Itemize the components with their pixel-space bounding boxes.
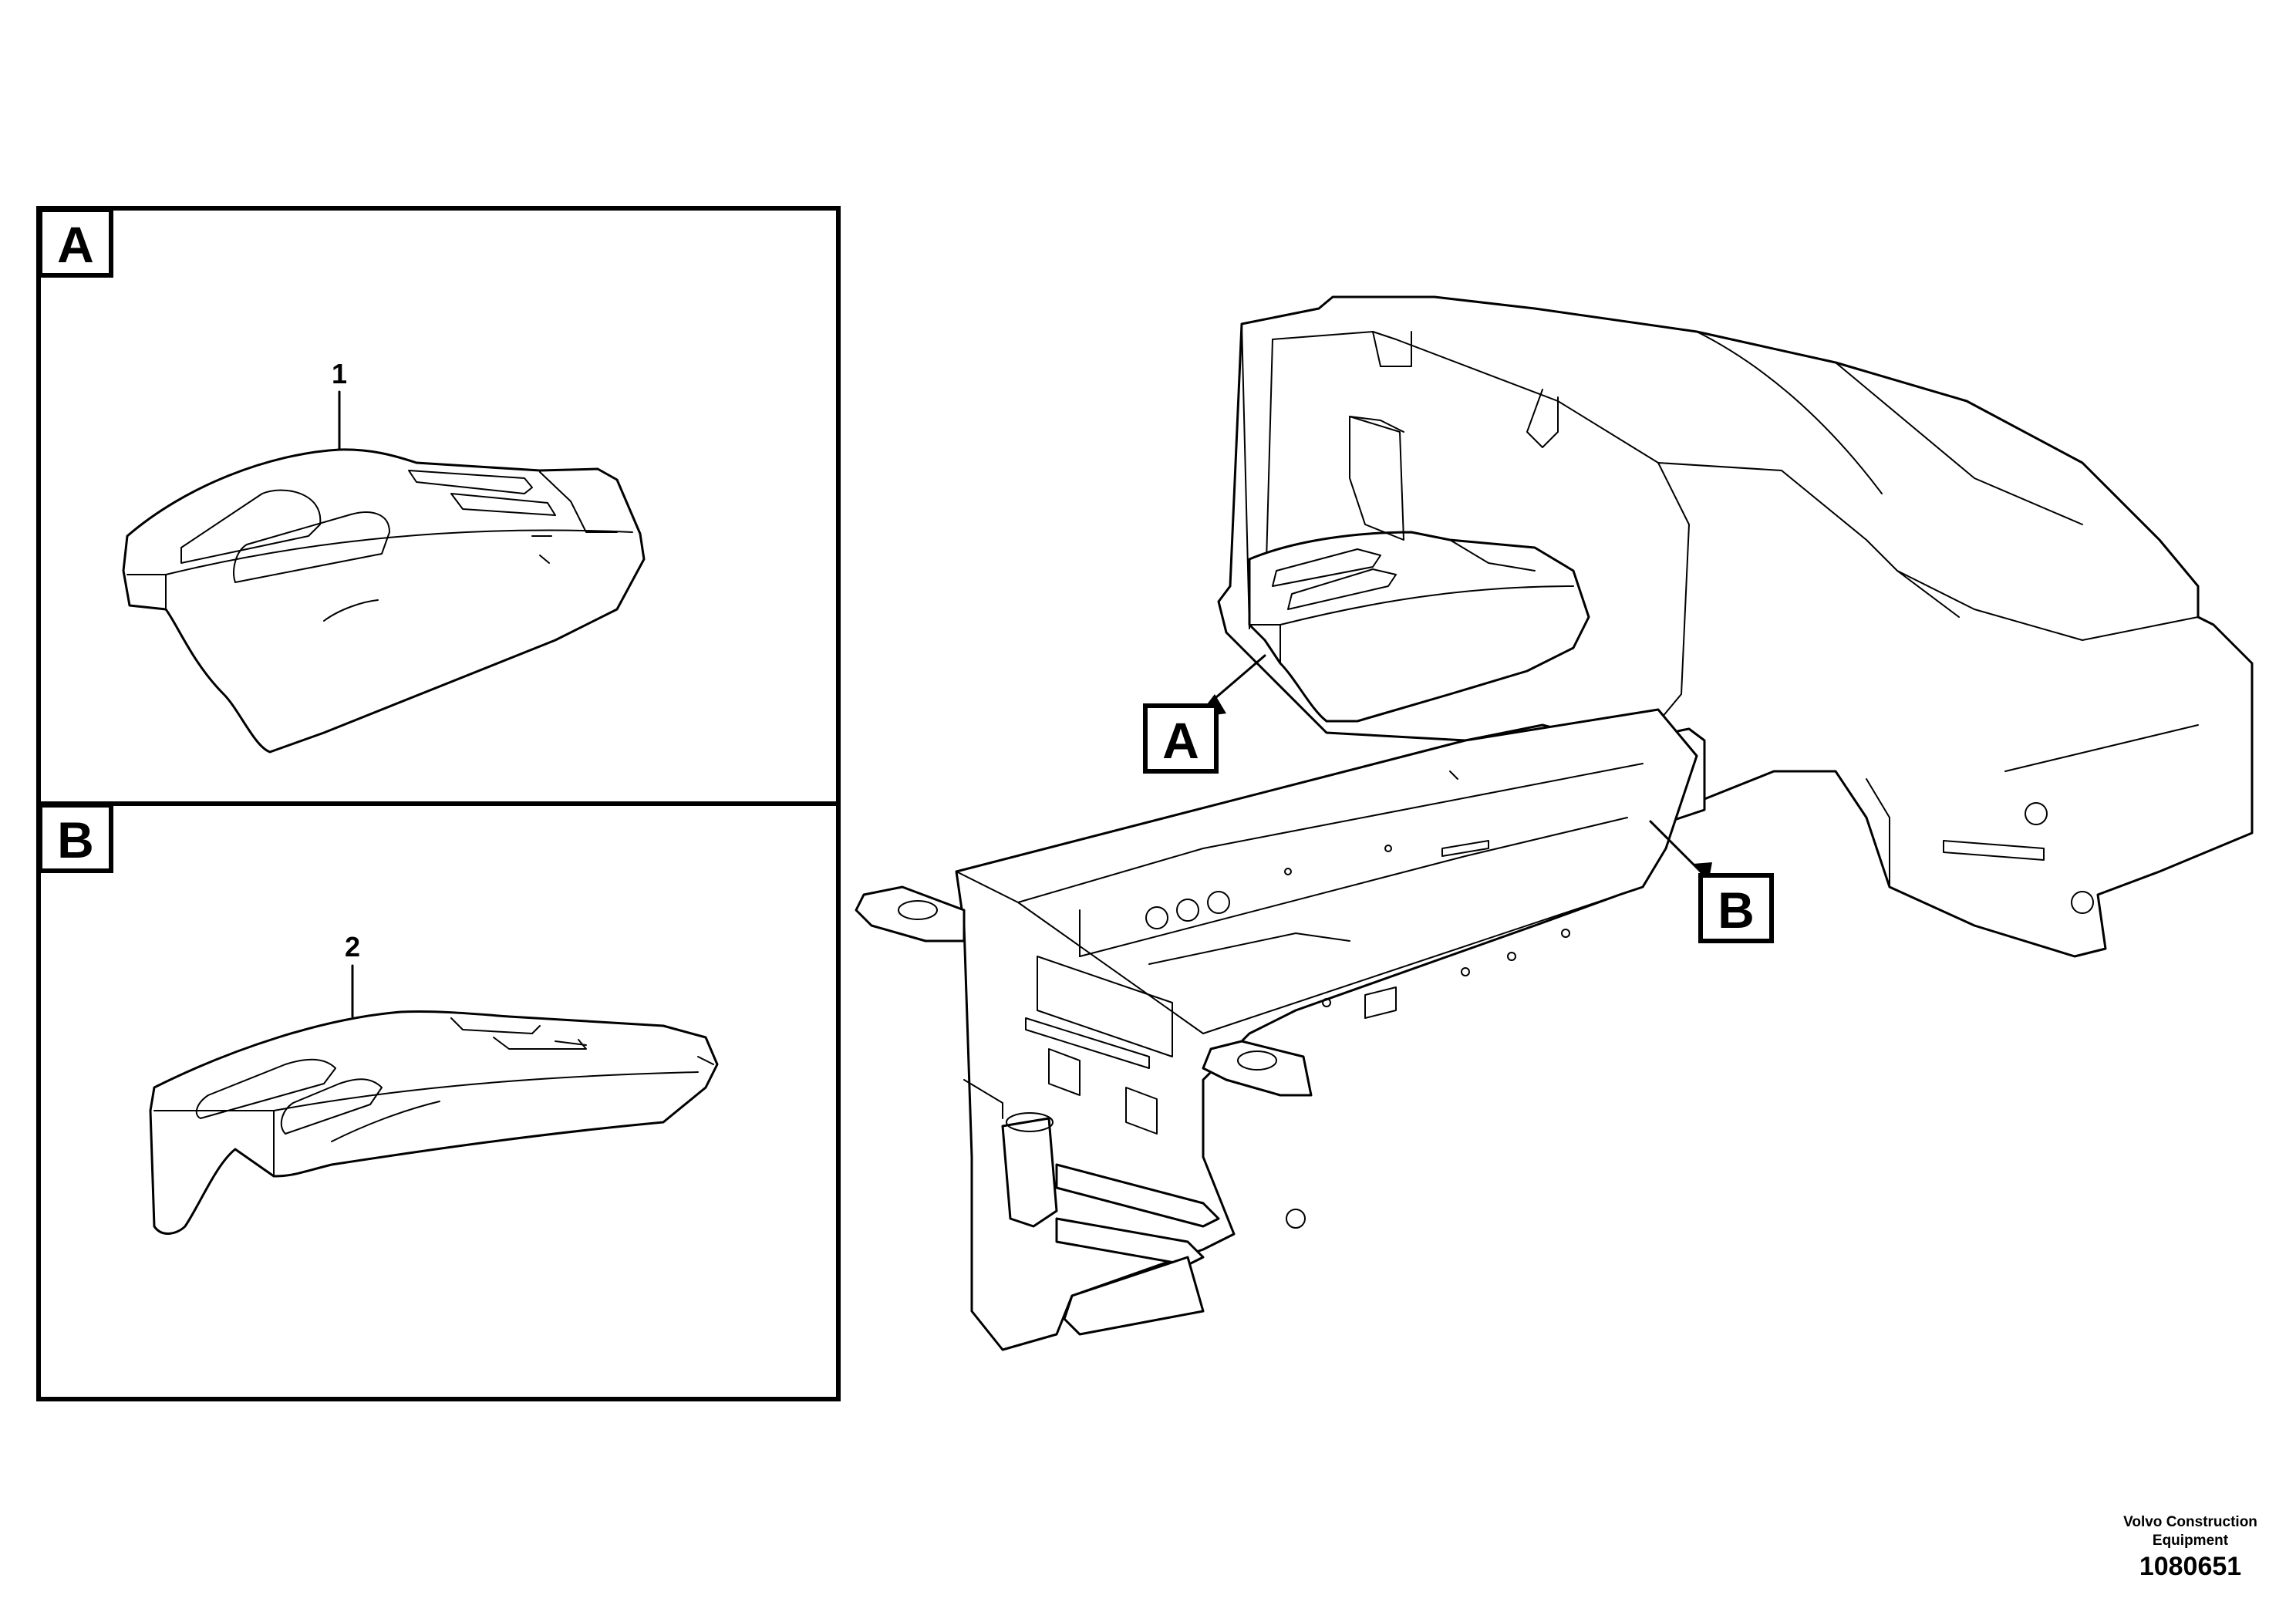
tow-hitch [1001,1117,1058,1228]
panel-a-label-box [38,207,113,278]
company-name: Volvo Construction Equipment [2082,1513,2296,1550]
panel-b-label: B [57,811,94,868]
company-line-1: Volvo Construction [2123,1514,2257,1530]
callout-a-leader [1209,654,1266,703]
drawing-number: 1080651 [2139,1552,2242,1581]
company-line-2: Equipment [2152,1533,2229,1549]
front-left-mount [855,885,966,943]
panel-b-frame [36,801,841,1401]
rear-body-shell [1217,295,2254,958]
item-number-1: 1 [332,358,347,389]
callout-a-box [1143,703,1219,774]
callout-a: A [1143,654,1266,774]
panel-b-label-box [38,803,113,873]
item-number-2: 2 [345,931,360,963]
callout-b-leader [1649,820,1702,873]
detail-panel-a: A 1 [36,206,841,806]
callout-a-label: A [1162,712,1199,769]
callout-b-label: B [1718,882,1755,939]
detail-panel-b: B 2 [36,801,841,1401]
chassis-frame [955,708,1698,1351]
panel-a-label: A [57,216,94,273]
cover-a-installed [1248,531,1590,723]
cover-part-1 [122,448,646,754]
callout-b: B [1649,820,1774,943]
front-right-mount [1202,1040,1313,1097]
callout-b-box [1698,873,1774,943]
cover-part-2 [149,1010,719,1235]
machine-frame-assembly [855,295,2254,1351]
